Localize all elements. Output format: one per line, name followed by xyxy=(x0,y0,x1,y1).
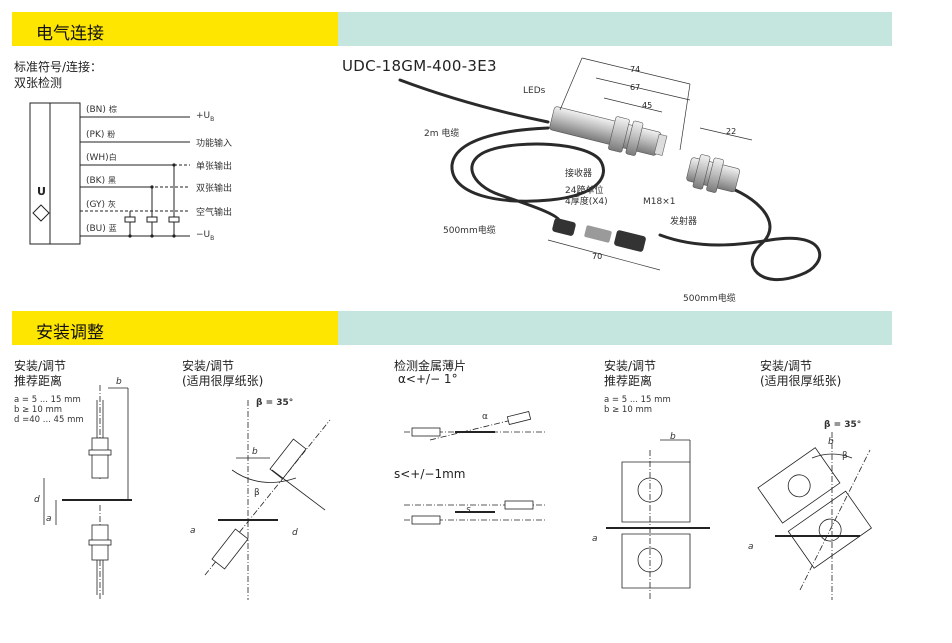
wire-code-gy: (GY) 灰 xyxy=(86,200,116,210)
mount-1-notes: a = 5 ... 15 mm b ≥ 10 mm d =40 ... 45 m… xyxy=(14,395,84,425)
mount-5-drawing xyxy=(757,432,873,600)
mount-1-title: 安装/调节 xyxy=(14,359,67,373)
mount-5-beta-label: β xyxy=(842,451,848,461)
mount-5-b-label: b xyxy=(828,437,834,447)
svg-text:45: 45 xyxy=(642,101,652,110)
wire-code-wh: (WH)白 xyxy=(86,153,117,163)
wire-function-single: 单张输出 xyxy=(196,162,233,172)
mount-4-notes: a = 5 ... 15 mm b ≥ 10 mm xyxy=(604,395,671,415)
cable-500-left-label: 500mm电缆 xyxy=(443,226,496,236)
cable-500-right-label: 500mm电缆 xyxy=(683,294,736,304)
section-header-electrical: 电气连接 xyxy=(12,12,892,46)
svg-text:22: 22 xyxy=(726,127,736,136)
symbol-caption: 标准符号/连接： xyxy=(14,60,103,74)
mount-2-b-label: b xyxy=(252,447,258,457)
unit-label: 24跨单位 xyxy=(565,186,604,196)
product-model: UDC-18GM-400-3E3 xyxy=(342,57,497,75)
wire-function-double: 双张输出 xyxy=(196,184,233,194)
symbol-subcaption: 双张检测 xyxy=(14,76,63,90)
svg-text:70: 70 xyxy=(592,252,602,261)
receiver-sensor xyxy=(549,106,668,156)
mount-2-angle: β = 35° xyxy=(256,398,294,408)
sensor-type-letter: U xyxy=(37,185,46,198)
mount-5-a-label: a xyxy=(748,542,754,552)
mount-4-title: 安装/调节 xyxy=(604,359,657,373)
wire-code-bu: (BU) 蓝 xyxy=(86,224,117,234)
wire-code-bk: (BK) 黑 xyxy=(86,176,116,186)
mount-4-a-label: a xyxy=(592,534,598,544)
section-title: 电气连接 xyxy=(36,24,104,44)
mount-3-alpha-label: α xyxy=(482,412,488,422)
sensor-symbol-box xyxy=(29,102,81,245)
wire-function-plus: +UB xyxy=(196,111,215,123)
mount-4-drawing xyxy=(606,439,710,600)
svg-text:74: 74 xyxy=(630,65,640,74)
cable-2m-label: 2m 电缆 xyxy=(424,129,460,139)
mount-1-drawing xyxy=(43,385,132,600)
mount-5-subtitle: (适用很厚纸张) xyxy=(760,374,842,388)
mount-1-a-label: a xyxy=(46,514,52,524)
mount-3-tolerance: s<+/−1mm xyxy=(394,467,466,481)
svg-text:67: 67 xyxy=(630,83,640,92)
cable-connector xyxy=(552,218,646,252)
wire-code-pk: (PK) 粉 xyxy=(86,130,116,140)
mount-1-b-label: b xyxy=(116,377,122,387)
mount-1-subtitle: 推荐距离 xyxy=(14,374,63,388)
mount-1-d-label: d xyxy=(34,495,40,505)
wire-function-input: 功能输入 xyxy=(196,139,233,149)
mount-4-subtitle: 推荐距离 xyxy=(604,374,653,388)
mount-2-d-label: d xyxy=(292,528,298,538)
wire-code-bn: (BN) 棕 xyxy=(86,105,117,115)
mount-3-drawing xyxy=(404,410,545,525)
mount-2-beta-label: β xyxy=(254,488,260,498)
receiver-label: 接收器 xyxy=(565,169,593,179)
mount-5-title: 安装/调节 xyxy=(760,359,813,373)
leds-label: LEDs xyxy=(523,86,546,96)
mount-4-b-label: b xyxy=(670,432,676,442)
mount-5-angle: β = 35° xyxy=(824,420,862,430)
wire-function-air: 空气输出 xyxy=(196,208,233,218)
mount-2-drawing xyxy=(204,400,331,600)
mount-2-subtitle: (适用很厚纸张) xyxy=(182,374,264,388)
mount-3-s-label: s xyxy=(466,505,471,515)
section-title: 安装调整 xyxy=(36,323,104,343)
mount-3-title: 检测金属薄片 xyxy=(394,359,467,373)
wire-function-minus: −UB xyxy=(196,230,215,242)
section-header-mounting: 安装调整 xyxy=(12,311,892,345)
thread-label: M18×1 xyxy=(643,197,676,207)
mount-3-subtitle: α<+/− 1° xyxy=(398,372,458,386)
mount-2-title: 安装/调节 xyxy=(182,359,235,373)
mount-2-a-label: a xyxy=(190,526,196,536)
emitter-label: 发射器 xyxy=(670,217,698,227)
thickness-label: 4厚度(X4) xyxy=(565,197,608,207)
emitter-sensor xyxy=(686,154,740,193)
